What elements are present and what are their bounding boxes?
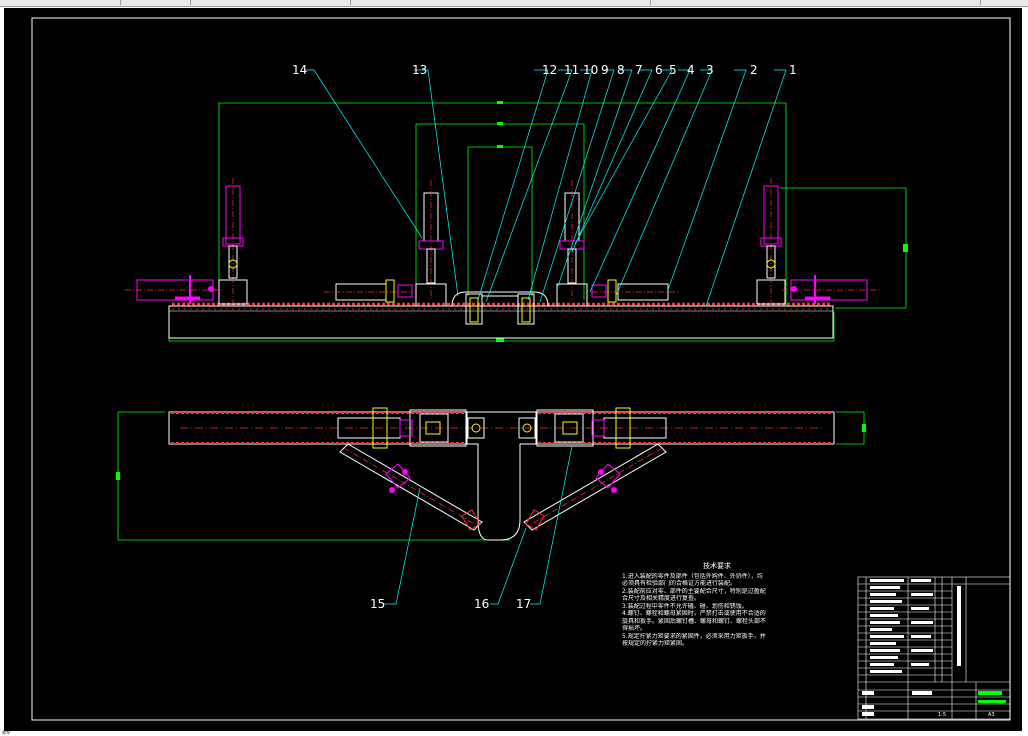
title-block-fill <box>862 579 1006 716</box>
requirement-line: 2.装配前应对零、部件的主要配合尺寸，特别是过盈配 <box>622 587 766 595</box>
callout-label: 4 <box>687 63 695 77</box>
right-inner-rod <box>567 248 577 284</box>
plan-right-beam <box>535 411 835 445</box>
title-block <box>857 576 1011 720</box>
toolbar-segment[interactable] <box>350 0 651 5</box>
left-outer-pin <box>228 259 238 269</box>
callout-label: 1 <box>789 63 797 77</box>
callout-numbers-lower: 15 16 17 <box>370 597 531 611</box>
callout-label: 14 <box>292 63 307 77</box>
callout-label: 2 <box>750 63 758 77</box>
plan-center-left-pin <box>471 423 481 433</box>
dimension-tick <box>496 338 504 342</box>
requirement-line: 4.螺钉、螺栓和螺母紧固时，严禁打击或使用不合适的 <box>622 610 766 617</box>
plan-right-coupler <box>591 419 605 437</box>
plan-left-clamp-pin <box>425 421 441 435</box>
plan-left-clamp-body <box>409 409 467 447</box>
callout-label: 13 <box>412 63 427 77</box>
plan-left-coupler <box>399 419 413 437</box>
requirement-line: 按规定的拧紧力矩紧固。 <box>622 640 689 647</box>
left-inner-coupler <box>397 284 413 298</box>
callout-numbers-upper: 14 13 12 11 10 9 8 7 6 5 4 3 2 1 <box>292 63 797 77</box>
requirement-line: 1.进入装配的零件及部件（包括外购件、外协件），均 <box>622 572 763 580</box>
callout-label: 6 <box>655 63 663 77</box>
leader-lines-upper <box>304 69 787 307</box>
center-hinge-right-block <box>517 293 535 325</box>
callout-label: 12 <box>542 63 557 77</box>
title-block-values: 1:5 A3 <box>938 712 995 718</box>
plan-center-right-pin <box>522 423 532 433</box>
dimension-tick <box>116 472 120 480</box>
plan-center-connector <box>466 411 537 541</box>
toolbar-segment[interactable] <box>190 0 351 5</box>
command-line[interactable]: 命令: <box>0 731 1028 735</box>
center-hinge-left-block <box>465 293 483 325</box>
right-bolt <box>791 286 797 292</box>
plan-right-clamp-pin <box>562 421 578 435</box>
requirement-line: 必须具有检验部门的合格证方能进行装配。 <box>622 580 737 587</box>
dimension-tick <box>497 145 503 148</box>
right-inner-nut <box>607 279 617 303</box>
callout-label: 16 <box>474 597 489 611</box>
technical-requirements: 技术要求 1.进入装配的零件及部件（包括外购件、外协件），均 必须具有检验部门的… <box>622 562 792 648</box>
requirement-line: 3.装配过程中零件不允许磕、碰、划伤和锈蚀。 <box>622 602 748 610</box>
sheet-border <box>31 17 1011 721</box>
center-hinge-link <box>481 295 519 307</box>
left-inner-nut <box>385 279 395 303</box>
right-outer-rod <box>766 245 776 279</box>
callout-label: 15 <box>370 597 385 611</box>
leader-lines-lower <box>384 445 573 605</box>
center-hinge-right-bolt <box>521 297 531 323</box>
dimension-tick <box>497 101 503 104</box>
callout-label: 11 <box>564 63 579 77</box>
toolbar-segment[interactable] <box>120 0 191 5</box>
scale-value: 1:5 <box>938 712 946 718</box>
plan-left-strut <box>339 443 483 531</box>
dimension-tick <box>497 122 503 125</box>
plan-right-clamp-inner <box>554 413 584 443</box>
cad-drawing: 14 13 12 11 10 9 8 7 6 5 4 3 2 1 <box>31 17 1011 721</box>
left-bolt <box>208 286 214 292</box>
dimension-tick <box>862 424 866 432</box>
callout-label: 10 <box>583 63 598 77</box>
right-inner-coupler <box>591 284 607 298</box>
callout-label: 9 <box>601 63 609 77</box>
plan-center-left-pin-block <box>467 417 485 439</box>
center-hinge-arc <box>451 291 549 307</box>
plan-right-nut <box>615 407 631 449</box>
callout-label: 17 <box>516 597 531 611</box>
plan-left-clamp-inner <box>419 413 449 443</box>
plan-left-nut <box>372 407 388 449</box>
requirement-line: 合尺寸及相关精度进行复查。 <box>622 595 701 602</box>
left-inner-rod <box>426 248 436 284</box>
toolbar-segment[interactable] <box>0 0 121 5</box>
requirement-line: 5.规定拧紧力矩要求的紧固件，必须采用力矩扳手，并 <box>622 632 766 640</box>
technical-requirements-title: 技术要求 <box>703 562 731 570</box>
dimension-frame-outer <box>218 102 787 306</box>
left-outer-rod <box>228 245 238 279</box>
plan-dimension-height <box>117 411 510 541</box>
callout-label: 3 <box>706 63 714 77</box>
dimension-frame-middle <box>415 123 585 300</box>
application-toolbar <box>0 0 1028 7</box>
plan-dimension-depth <box>836 411 865 445</box>
plan-right-clamp-body <box>536 409 594 447</box>
dimension-width <box>168 312 835 342</box>
requirement-line: 旋具和扳手。紧固后螺钉槽、螺母和螺钉、螺栓头部不 <box>622 617 767 625</box>
callout-label: 5 <box>669 63 677 77</box>
requirement-line: 得损坏。 <box>622 625 647 632</box>
plan-right-strut <box>523 443 667 531</box>
right-outer-pin <box>766 259 776 269</box>
center-hinge-left-bolt <box>469 297 479 323</box>
dimension-tick <box>903 244 908 252</box>
plan-center-right-pin-block <box>518 417 536 439</box>
command-prompt: 命令: <box>2 730 12 735</box>
callout-label: 8 <box>617 63 625 77</box>
dimension-frame-inner <box>467 146 533 296</box>
sheet-size: A3 <box>988 712 995 718</box>
drawing-canvas[interactable]: 14 13 12 11 10 9 8 7 6 5 4 3 2 1 <box>4 8 1022 732</box>
callout-label: 7 <box>635 63 643 77</box>
toolbar-segment[interactable] <box>650 0 981 5</box>
